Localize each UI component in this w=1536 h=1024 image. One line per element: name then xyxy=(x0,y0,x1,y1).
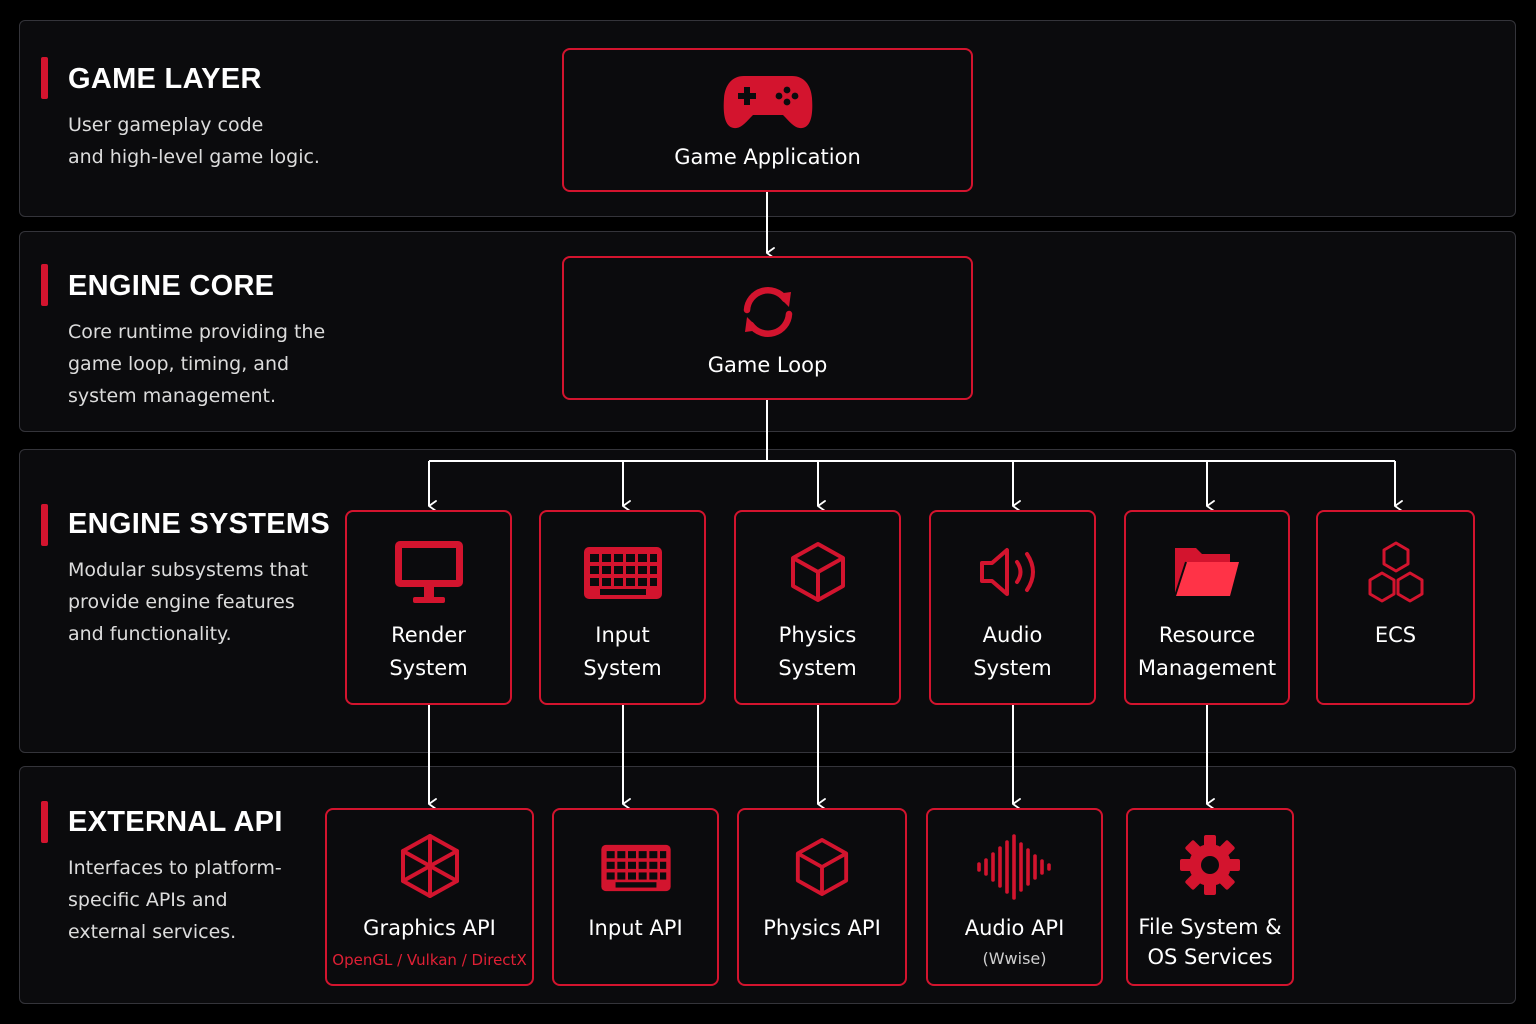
speaker-icon xyxy=(979,548,1035,596)
layer-title-game: GAME LAYER xyxy=(68,63,262,95)
node-label: Audio API xyxy=(964,916,1065,940)
gear-icon xyxy=(1180,835,1240,895)
folder-icon xyxy=(1174,548,1239,597)
node-input-api[interactable]: Input API xyxy=(552,808,719,986)
node-label: Game Loop xyxy=(707,353,828,377)
cube-icon xyxy=(795,838,849,896)
node-label: Audio System xyxy=(973,623,1052,680)
node-audio-system[interactable]: Audio System xyxy=(929,510,1096,705)
gamepad-icon xyxy=(723,76,812,129)
refresh-icon xyxy=(743,287,792,337)
node-physics-system[interactable]: Physics System xyxy=(734,510,901,705)
layer-desc-external-api: Interfaces to platform- specific APIs an… xyxy=(68,857,282,943)
node-label: Graphics API xyxy=(363,916,496,940)
layer-desc-engine-systems: Modular subsystems that provide engine f… xyxy=(68,559,309,645)
layer-title-engine-core: ENGINE CORE xyxy=(68,270,275,302)
layer-accent-bar xyxy=(41,504,48,546)
node-ecs[interactable]: ECS xyxy=(1316,510,1475,705)
hexagons-icon xyxy=(1368,541,1423,603)
node-graphics-api[interactable]: Graphics API OpenGL / Vulkan / DirectX xyxy=(325,808,534,986)
audio-api-vendor: (Wwise) xyxy=(982,949,1047,968)
node-label: Game Application xyxy=(674,145,861,169)
node-label: File System & OS Services xyxy=(1138,915,1282,969)
node-file-system-os[interactable]: File System & OS Services xyxy=(1126,808,1294,986)
node-game-application[interactable]: Game Application xyxy=(562,48,973,192)
waveform-icon xyxy=(976,834,1051,900)
layer-accent-bar xyxy=(41,801,48,843)
node-label: ECS xyxy=(1374,623,1417,647)
cube-icon xyxy=(790,542,845,602)
layer-desc-engine-core: Core runtime providing the game loop, ti… xyxy=(68,321,326,407)
node-label: Resource Management xyxy=(1137,623,1277,680)
layer-accent-bar xyxy=(41,264,48,306)
node-input-system[interactable]: Input System xyxy=(539,510,706,705)
layer-title-external-api: EXTERNAL API xyxy=(68,806,283,838)
layer-desc-game: User gameplay code and high-level game l… xyxy=(68,114,320,168)
layer-title-engine-systems: ENGINE SYSTEMS xyxy=(68,508,331,540)
node-audio-api[interactable]: Audio API (Wwise) xyxy=(926,808,1103,986)
layer-accent-bar xyxy=(41,57,48,99)
keyboard-icon xyxy=(600,844,671,892)
node-label: Input System xyxy=(583,623,662,680)
node-render-system[interactable]: Render System xyxy=(345,510,512,705)
monitor-icon xyxy=(394,541,463,603)
node-label: Physics API xyxy=(763,916,881,940)
node-label: Render System xyxy=(389,623,468,680)
graphics-api-backends: OpenGL / Vulkan / DirectX xyxy=(332,951,527,969)
node-physics-api[interactable]: Physics API xyxy=(737,808,907,986)
node-label: Input API xyxy=(588,916,683,940)
node-label: Physics System xyxy=(778,623,857,680)
wireframe-cube-icon xyxy=(400,834,459,898)
node-resource-management[interactable]: Resource Management xyxy=(1124,510,1290,705)
node-game-loop[interactable]: Game Loop xyxy=(562,256,973,400)
keyboard-icon xyxy=(583,547,662,599)
